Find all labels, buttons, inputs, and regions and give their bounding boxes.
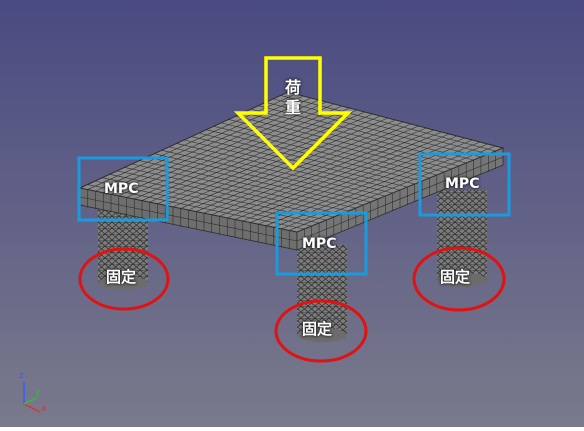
- load-label: 荷 重: [284, 78, 301, 117]
- fix-ellipse-right: [412, 246, 506, 312]
- fix-ellipse-center: [274, 299, 368, 363]
- fix-label-right: 固定: [440, 268, 471, 286]
- mpc-label-right: MPC: [445, 176, 480, 192]
- fix-label-center: 固定: [302, 320, 333, 338]
- mpc-box-right: [418, 152, 511, 217]
- mpc-box-center: [275, 211, 368, 276]
- mesh-plate: [78, 91, 505, 251]
- axis-label-x: x: [41, 404, 47, 414]
- pillar-right: [437, 190, 487, 287]
- mpc-box-left: [77, 156, 169, 222]
- mpc-label-left: MPC: [104, 181, 139, 197]
- fix-label-left: 固定: [106, 268, 137, 286]
- mpc-label-center: MPC: [302, 236, 337, 252]
- pillar-front-center: [297, 245, 347, 342]
- axis-label-z: z: [19, 371, 24, 381]
- fix-ellipse-left: [78, 247, 170, 311]
- axis-triad: [23, 382, 41, 413]
- axis-label-y: y: [35, 388, 41, 398]
- load-arrow: [233, 56, 353, 171]
